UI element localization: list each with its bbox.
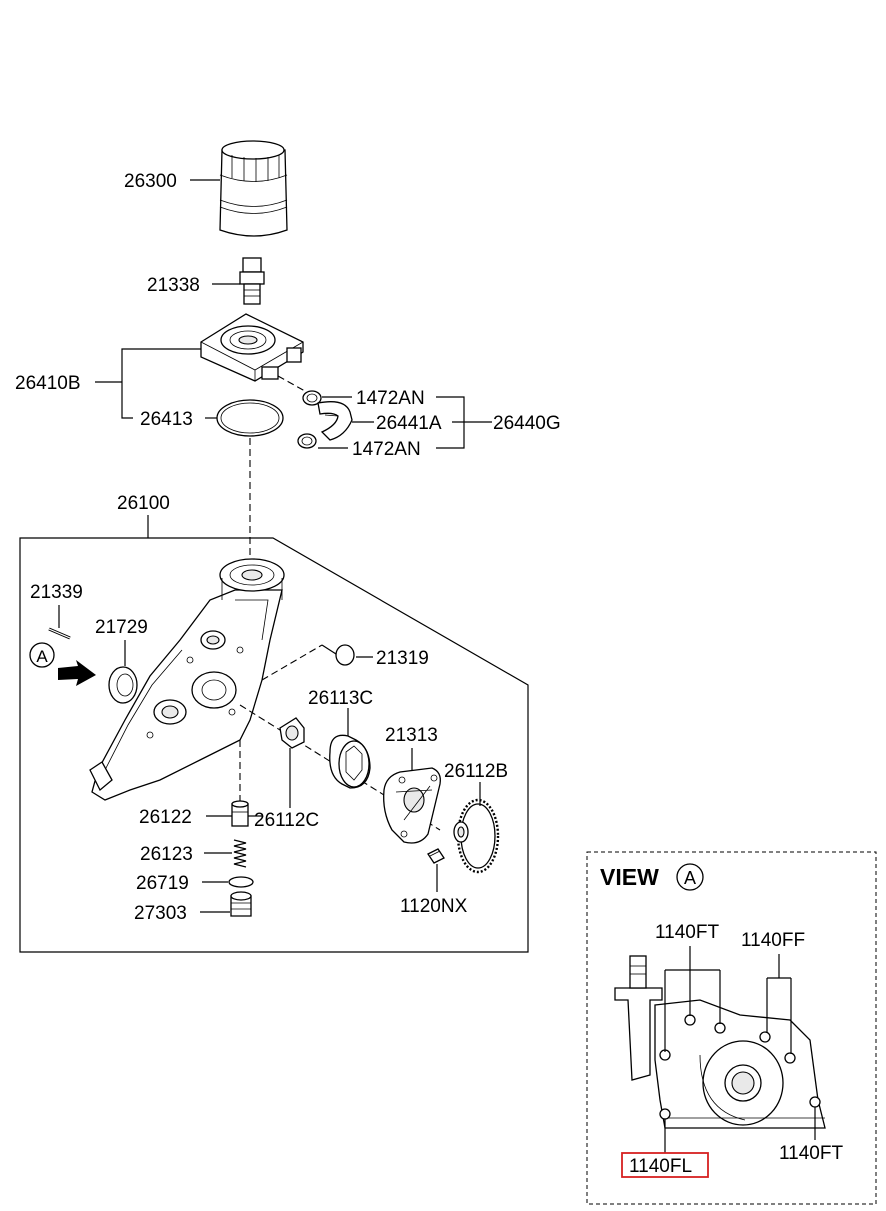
label-26123: 26123 [140,844,193,865]
view-direction-arrow [58,660,96,686]
assembly-frame-26100 [19,537,529,953]
inset-marker: A [676,863,704,891]
label-1472AN-top: 1472AN [356,388,425,409]
relief-spring-26123[interactable] [233,839,247,868]
label-21338: 21338 [147,275,200,296]
inset-marker-letter: A [684,868,696,888]
label-26113C: 26113C [308,688,373,709]
label-26719: 26719 [136,873,189,894]
inset-label-1140FT-top: 1140FT [655,922,719,943]
oil-cooler-26410B[interactable] [200,313,304,382]
label-26112C: 26112C [254,810,319,831]
oil-filter-26300[interactable] [219,140,288,237]
gasket-26719[interactable] [228,876,254,888]
bolt-1120NX[interactable] [427,848,445,864]
label-26440G: 26440G [493,413,561,434]
label-26441A: 26441A [376,413,442,434]
sprocket-26112B[interactable] [453,798,500,874]
o-ring-21319[interactable] [335,644,355,666]
hose-26441A[interactable] [317,401,353,441]
outer-rotor-26113C[interactable] [329,734,371,789]
label-1472AN-bottom: 1472AN [352,439,421,460]
label-26122: 26122 [139,807,192,828]
pump-cover-21313[interactable] [383,767,441,844]
label-21313: 21313 [385,725,438,746]
inset-title: VIEW [600,864,659,890]
inset-label-1140FF: 1140FF [741,930,805,951]
o-ring-26413[interactable] [216,399,284,437]
label-26413: 26413 [140,409,193,430]
label-21339: 21339 [30,582,83,603]
label-26300: 26300 [124,171,177,192]
label-26112B: 26112B [444,761,508,782]
clamp-1472AN-top[interactable] [302,390,322,406]
inset-label-1140FT-bottom: 1140FT [779,1143,843,1164]
label-26100: 26100 [117,493,170,514]
label-21729: 21729 [95,617,148,638]
highlight-box-1140FL [621,1152,709,1178]
view-a-inset-frame [586,851,877,1205]
clamp-1472AN-bottom[interactable] [297,433,317,449]
label-26410B: 26410B [15,373,81,394]
inner-rotor-26112C[interactable] [279,717,305,749]
pin-21339[interactable] [48,627,71,640]
fitting-21338[interactable] [239,257,265,305]
inset-label-1140FL: 1140FL [629,1156,692,1177]
view-a-marker[interactable]: A [29,642,55,668]
oil-pump-housing[interactable] [89,558,285,801]
seal-21729[interactable] [108,666,138,704]
inset-pump-rear-view [614,955,826,1129]
label-1120NX: 1120NX [400,896,468,917]
plug-27303[interactable] [230,891,252,917]
label-21319: 21319 [376,648,429,669]
label-27303: 27303 [134,903,187,924]
relief-plunger-26122[interactable] [231,800,249,827]
view-a-marker-letter: A [36,647,48,666]
